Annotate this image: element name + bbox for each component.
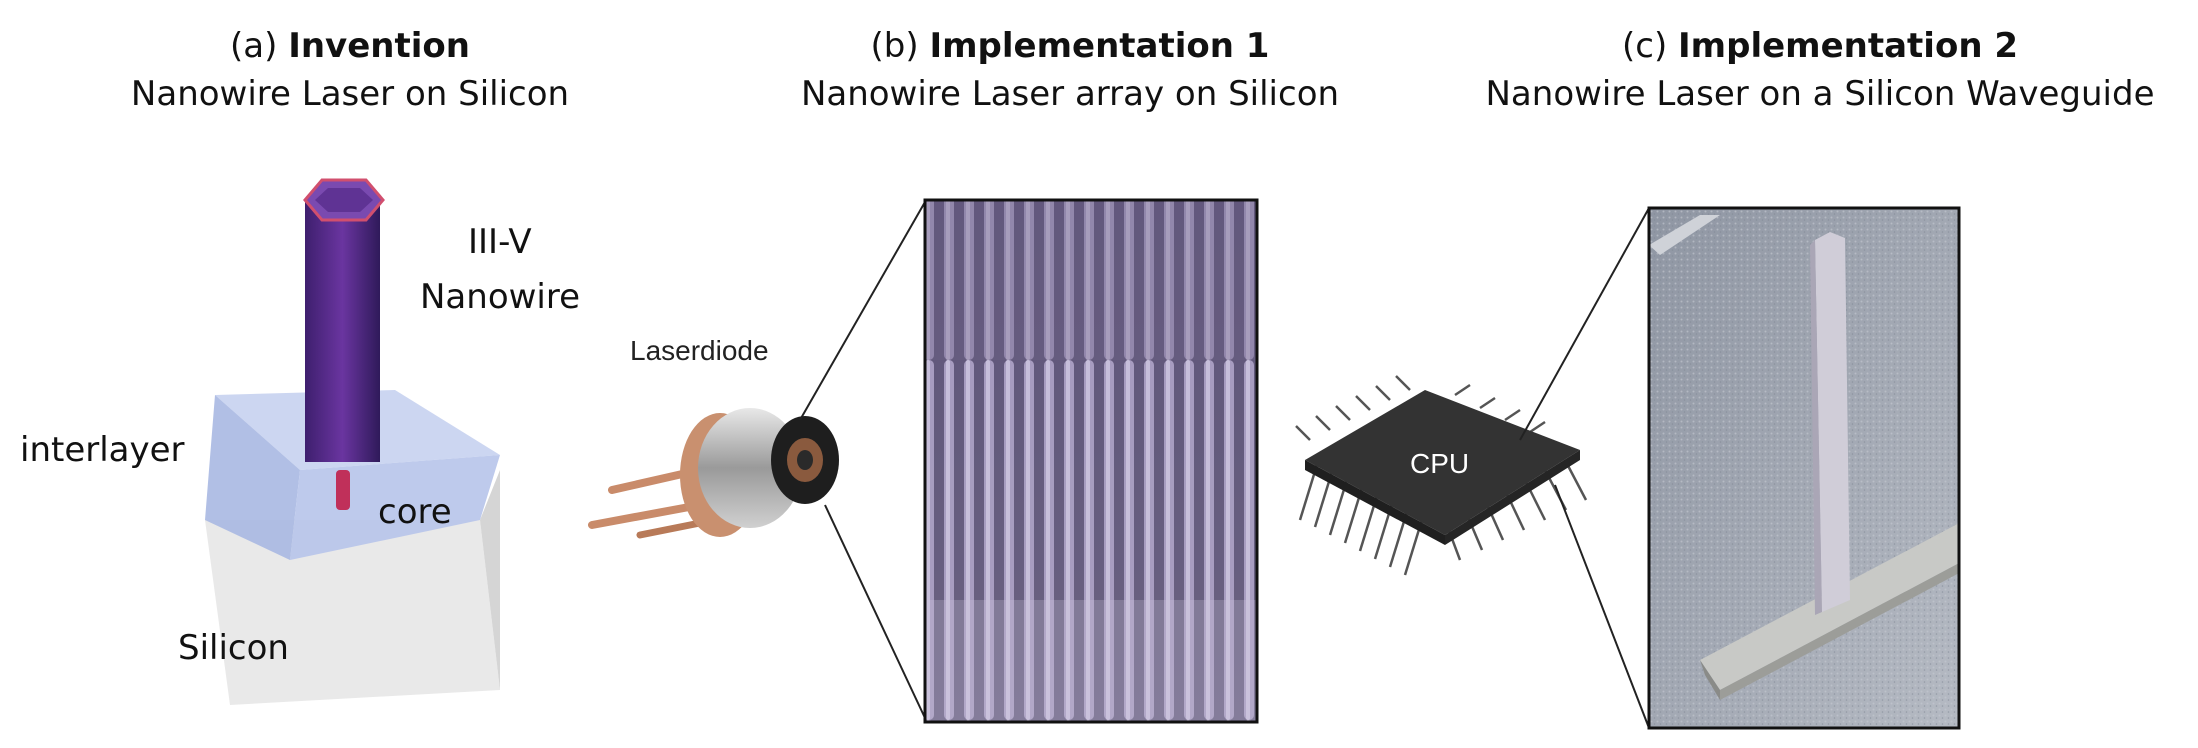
- label-core: core: [378, 492, 452, 532]
- label-laserdiode: Laserdiode: [630, 335, 769, 366]
- waveguide-sem: [1649, 208, 1959, 728]
- silicon-block: [205, 470, 500, 705]
- zoom-line-c-top: [1519, 207, 1650, 441]
- laser-diode-image: [588, 408, 839, 539]
- nanowire-core: [336, 470, 350, 510]
- panel-b-subtitle: Nanowire Laser array on Silicon: [800, 74, 1340, 114]
- panel-c-heading: Implementation 2: [1678, 26, 2019, 66]
- label-iii-v: III-V: [468, 222, 532, 262]
- zoom-line-b-top: [799, 201, 926, 421]
- panel-a-title: (a) Invention Nanowire Laser on Silicon: [80, 22, 620, 118]
- panel-c-title: (c) Implementation 2 Nanowire Laser on a…: [1460, 22, 2180, 118]
- panel-a-subtitle: Nanowire Laser on Silicon: [130, 74, 570, 114]
- cpu-chip-image: [1295, 375, 1588, 576]
- panel-c-letter: (c): [1621, 26, 1668, 66]
- nanowire-column: [303, 178, 385, 462]
- panel-b-title: (b) Implementation 1 Nanowire Laser arra…: [770, 22, 1370, 118]
- panel-b-letter: (b): [870, 26, 919, 66]
- label-cpu: CPU: [1410, 448, 1470, 479]
- label-silicon: Silicon: [178, 628, 289, 668]
- panel-a-letter: (a): [230, 26, 278, 66]
- zoom-line-c-bottom: [1554, 484, 1650, 729]
- nanowire-array-sem: [925, 200, 1257, 722]
- panel-c-subtitle: Nanowire Laser on a Silicon Waveguide: [1485, 74, 2155, 114]
- label-interlayer: interlayer: [20, 430, 185, 470]
- label-nanowire: Nanowire: [420, 277, 581, 317]
- panel-a-heading: Invention: [288, 26, 470, 66]
- panel-b-heading: Implementation 1: [929, 26, 1270, 66]
- zoom-line-b-bottom: [824, 504, 926, 719]
